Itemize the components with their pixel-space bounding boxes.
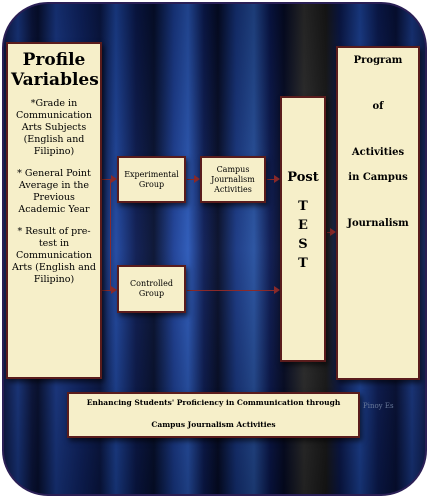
arrow-profile-to-controlled	[102, 286, 117, 294]
campus-journalism-activities-label: Campus Journalism Activities	[211, 164, 255, 194]
arrow-profile-to-experimental	[102, 175, 117, 183]
post-test-letter-t2: T	[298, 256, 308, 271]
program-line-of: of	[372, 101, 384, 112]
controlled-group-label: Controlled Group	[130, 279, 173, 298]
program-line-program: Program	[353, 55, 403, 66]
experimental-group-label: Experimental Group	[124, 169, 179, 189]
profile-title-line2: Variables	[11, 70, 99, 90]
program-line-activities: Activities	[351, 147, 405, 158]
post-test-letter-e: E	[298, 218, 308, 233]
arrow-experimental-to-campus	[187, 175, 200, 183]
post-test-letter-t1: T	[298, 199, 308, 214]
profile-item-pretest: * Result of pre-test in Communication Ar…	[12, 226, 96, 285]
watermark-text: Pinoy Es	[363, 402, 394, 410]
profile-title-line1: Profile	[22, 50, 86, 70]
post-test-letter-s: S	[298, 237, 308, 252]
connector-profile-vertical	[110, 179, 111, 290]
post-test-box: Post T E S T	[280, 96, 326, 362]
bottom-title-line2: Campus Journalism Activities	[151, 420, 276, 429]
program-line-journalism: Journalism	[347, 218, 409, 229]
profile-title: Profile Variables	[11, 50, 99, 90]
profile-item-gpa: * General Point Average in the Previous …	[17, 168, 91, 215]
profile-variables-box: Profile Variables *Grade in Communicatio…	[6, 42, 102, 379]
bottom-title-line1: Enhancing Students' Proficiency in Commu…	[86, 398, 341, 407]
post-test-line1: Post	[287, 170, 319, 185]
campus-journalism-activities-box: Campus Journalism Activities	[200, 156, 266, 203]
program-of-activities-box: Program of Activities in Campus Journali…	[336, 46, 420, 380]
arrow-controlled-to-posttest	[187, 286, 280, 294]
controlled-group-box: Controlled Group	[117, 265, 186, 313]
profile-item-grade: *Grade in Communication Arts Subjects (E…	[16, 98, 92, 157]
bottom-title-banner: Enhancing Students' Proficiency in Commu…	[67, 392, 360, 438]
arrow-posttest-to-program	[327, 228, 336, 236]
experimental-group-box: Experimental Group	[117, 156, 186, 203]
arrow-campus-to-posttest	[267, 175, 280, 183]
program-line-in-campus: in Campus	[348, 172, 408, 183]
